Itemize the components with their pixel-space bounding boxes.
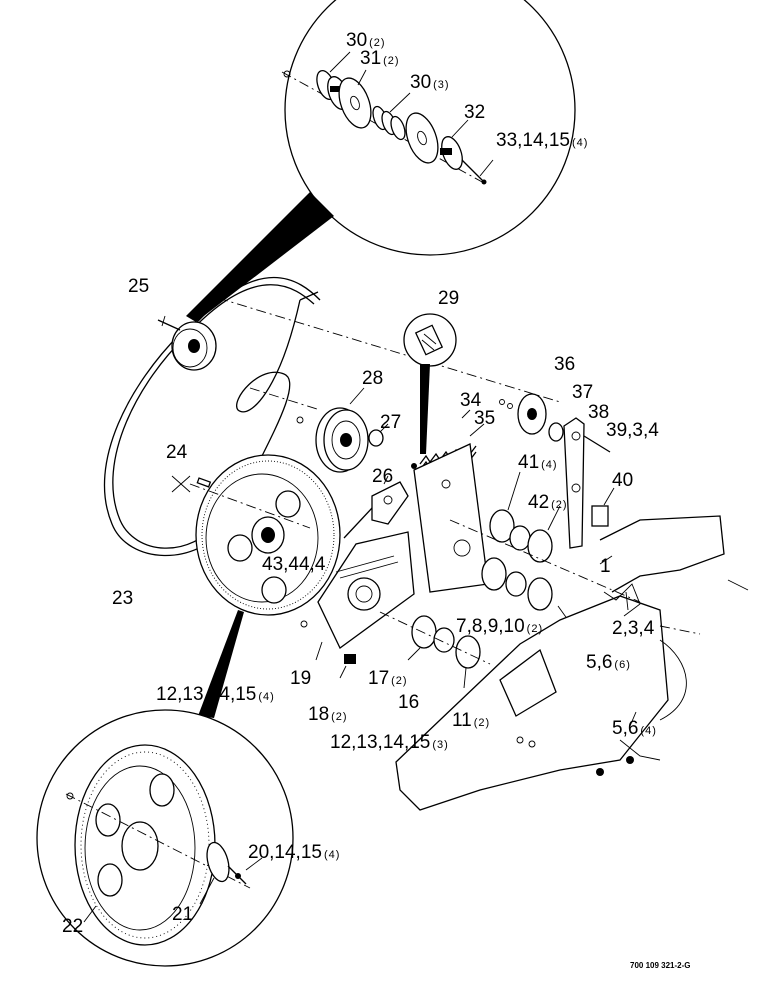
bottom-detail-connector bbox=[198, 610, 244, 718]
callout-31: 31(2) bbox=[360, 48, 400, 69]
callout-5-6a: 5,6(6) bbox=[586, 652, 631, 673]
callout-34: 34 bbox=[460, 390, 482, 411]
callout-21: 21 bbox=[172, 904, 193, 925]
callout-26: 26 bbox=[372, 466, 393, 487]
callout-32: 32 bbox=[464, 102, 485, 123]
callout-22: 22 bbox=[62, 916, 83, 937]
callout-17: 17(2) bbox=[368, 668, 408, 689]
callout-40: 40 bbox=[612, 470, 633, 491]
callout-37: 37 bbox=[572, 382, 593, 403]
callout-20: 20,14,15(4) bbox=[248, 842, 340, 863]
callout-43: 43,44,4 bbox=[262, 554, 326, 575]
callout-27: 27 bbox=[380, 412, 401, 433]
callout-18: 18(2) bbox=[308, 704, 348, 725]
callout-1: 1 bbox=[600, 556, 611, 577]
callout-30b: 30(3) bbox=[410, 72, 450, 93]
arm-38 bbox=[563, 417, 611, 549]
callout-28: 28 bbox=[362, 368, 383, 389]
callout-36: 36 bbox=[554, 354, 575, 375]
callout-11: 11(2) bbox=[452, 710, 490, 731]
callout-29: 29 bbox=[438, 288, 459, 309]
callout-25: 25 bbox=[128, 276, 149, 297]
callout-7-10: 7,8,9,10(2) bbox=[456, 616, 543, 637]
sheave-36 bbox=[499, 393, 547, 435]
plate-19 bbox=[300, 531, 415, 661]
callout-12-15a: 12,13,14,15(4) bbox=[156, 684, 275, 705]
callout-24: 24 bbox=[166, 442, 188, 463]
callout-23: 23 bbox=[112, 588, 133, 609]
callout-5-6b: 5,6(4) bbox=[612, 718, 657, 739]
callout-42: 42(2) bbox=[528, 492, 568, 513]
large-sheave bbox=[171, 454, 341, 616]
callout-35: 35 bbox=[474, 408, 495, 429]
frame-housing bbox=[395, 515, 749, 811]
bottom-detail-circle bbox=[36, 709, 294, 967]
callout-38: 38 bbox=[588, 402, 609, 423]
bearings-41-42 bbox=[449, 471, 641, 621]
callout-41: 41(4) bbox=[518, 452, 558, 473]
callout-16: 16 bbox=[398, 692, 419, 713]
drive-pulley-25 bbox=[157, 315, 217, 371]
callout-12-15b: 12,13,14,15(3) bbox=[330, 732, 449, 753]
callout-39: 39,3,4 bbox=[606, 420, 659, 441]
top-detail-connector bbox=[186, 192, 334, 322]
idler-sheave-28 bbox=[296, 387, 369, 473]
detail-29 bbox=[403, 313, 457, 454]
bracket-26 bbox=[343, 475, 409, 539]
bearings-17-16 bbox=[379, 611, 491, 689]
bushing-40 bbox=[591, 505, 609, 527]
callout-labels: 30(2) 31(2) 30(3) 32 33,14,15(4) 25 29 2… bbox=[62, 30, 691, 970]
clip-18 bbox=[344, 654, 356, 664]
callout-33: 33,14,15(4) bbox=[496, 130, 588, 151]
spacer-37 bbox=[548, 422, 564, 442]
bushing-27 bbox=[368, 429, 384, 447]
belt bbox=[103, 276, 321, 557]
callout-19: 19 bbox=[290, 668, 311, 689]
callout-30a: 30(2) bbox=[346, 30, 386, 51]
top-detail-circle bbox=[281, 0, 576, 256]
drawing-code: 700 109 321-2-G bbox=[630, 961, 691, 970]
callout-2-4: 2,3,4 bbox=[612, 618, 655, 639]
